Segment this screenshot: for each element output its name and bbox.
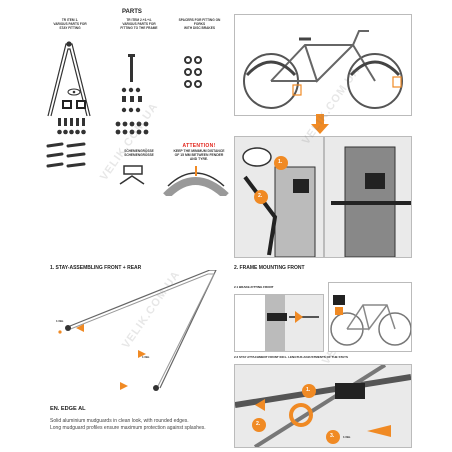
step2-title: 2. FRAME MOUNTING FRONT — [234, 265, 305, 271]
attention-text: KEEP THE MINIMUM DISTANCE OF 15 MM BETWE… — [173, 149, 225, 161]
parts-col2-sub: SCHEMENGRÖßE SCHEMENGRÖßE — [124, 149, 154, 157]
callout-3: 3. — [330, 433, 335, 439]
spacers-part — [184, 56, 202, 88]
detail-panel-right — [324, 136, 412, 258]
frame-parts — [115, 54, 149, 185]
torque-3: 1 Nm — [343, 435, 351, 439]
parts-col2-label: TR ITEM 2.+3.+4. VARIOUS PARTS FOR FITTI… — [120, 18, 158, 30]
stay-frame-part — [47, 41, 91, 117]
bike-illustration — [243, 30, 403, 109]
down-arrow-icon — [316, 114, 324, 124]
footer-line2: Long mudguard profiles ensure maximum pr… — [50, 425, 206, 431]
step21-title: 2.1 BRAKE-FITTING FRONT — [234, 285, 274, 289]
attention-title: ATTENTION! — [182, 143, 216, 149]
stay-clips-part — [46, 88, 86, 168]
callout-2-left: 2. — [258, 193, 263, 199]
parts-illustration — [46, 41, 229, 196]
torque-2: 1 Nm — [142, 355, 150, 359]
detail-panel-left: 1. 2. — [234, 136, 324, 258]
callout-1: 1. — [306, 387, 311, 393]
callout-1-left: 1. — [278, 159, 283, 165]
footer-line1: Solid aluminium mudguards in clean look,… — [50, 418, 189, 424]
tyre-clearance-detail — [163, 166, 229, 196]
torque-1: 1 Nm — [56, 319, 64, 323]
bike-mini-panel — [328, 282, 412, 352]
callout-2: 2. — [256, 421, 261, 427]
attention-box: ATTENTION! KEEP THE MINIMUM DISTANCE OF … — [168, 143, 230, 161]
stay-attachment-panel: 1. 2. 3. 1 Nm — [234, 363, 412, 449]
step22-title: 2.2 STAY ATTACHMENT FRONT INCL. LENGTHS … — [234, 355, 348, 359]
parts-title: PARTS — [122, 9, 142, 15]
footer-title: EN. EDGE AL — [50, 406, 86, 412]
brake-fitting-panel — [234, 294, 324, 352]
parts-col1-label: TR ITEM 1. VARIOUS PARTS FOR STAY FITTIN… — [53, 18, 87, 30]
parts-col3-label: SPACERS FOR FITTING ON FORKS WITH DISC B… — [178, 18, 221, 30]
down-arrow-head-icon — [311, 124, 329, 134]
bike-overview-panel — [234, 14, 412, 116]
step1-title: 1. STAY-ASSEMBLING FRONT + REAR — [50, 265, 142, 271]
step1-illustration — [58, 270, 217, 391]
